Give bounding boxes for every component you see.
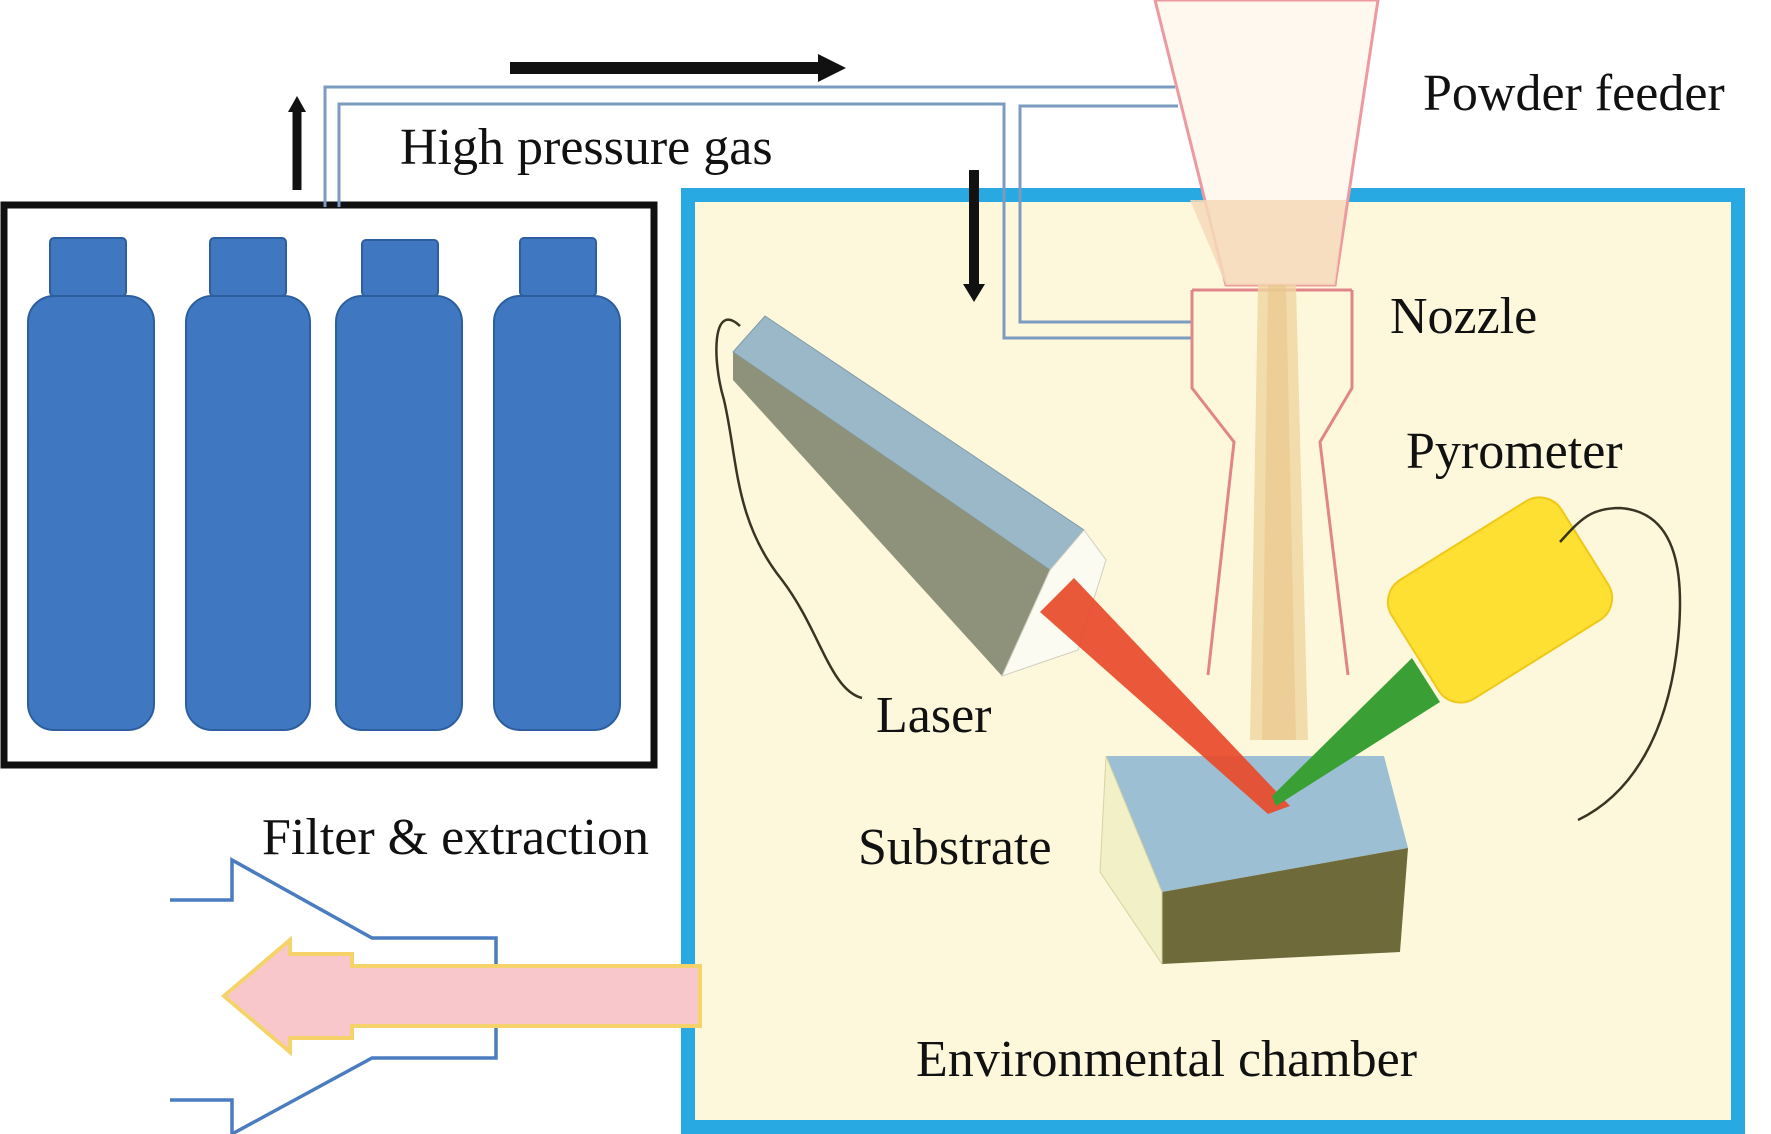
label-laser: Laser <box>876 687 991 744</box>
label-substrate: Substrate <box>858 819 1052 876</box>
pyrometer-cable <box>1559 506 1682 822</box>
substrate <box>1099 755 1408 966</box>
powder-stream-core <box>1262 285 1296 740</box>
gas-cylinder-1 <box>27 237 155 731</box>
extraction-arrow-icon <box>220 935 702 1057</box>
laser-beam <box>1040 578 1290 814</box>
extraction-duct <box>170 857 498 1134</box>
gas-flow-arrows <box>288 54 985 302</box>
pyrometer-beam <box>1272 658 1440 806</box>
environmental-chamber-box <box>681 188 1745 1134</box>
arrow-down-icon <box>963 170 985 302</box>
label-high-pressure-gas: High pressure gas <box>400 119 773 176</box>
label-filter-extraction: Filter & extraction <box>262 809 649 866</box>
label-environmental-chamber: Environmental chamber <box>916 1031 1417 1088</box>
label-pyrometer: Pyrometer <box>1406 423 1623 480</box>
powder-feeder-fill <box>1190 200 1346 285</box>
gas-cylinders <box>27 237 621 731</box>
arrow-up-icon <box>288 96 306 190</box>
label-powder-feeder: Powder feeder <box>1423 65 1725 122</box>
pyrometer-body <box>1386 496 1614 704</box>
arrow-right-icon <box>510 54 846 82</box>
laser-cable <box>715 318 863 700</box>
gas-cylinder-4 <box>493 237 621 731</box>
label-nozzle: Nozzle <box>1390 288 1537 345</box>
gas-line <box>323 85 1192 340</box>
gas-cylinder-2 <box>185 237 311 731</box>
gas-cylinder-3 <box>335 239 463 731</box>
